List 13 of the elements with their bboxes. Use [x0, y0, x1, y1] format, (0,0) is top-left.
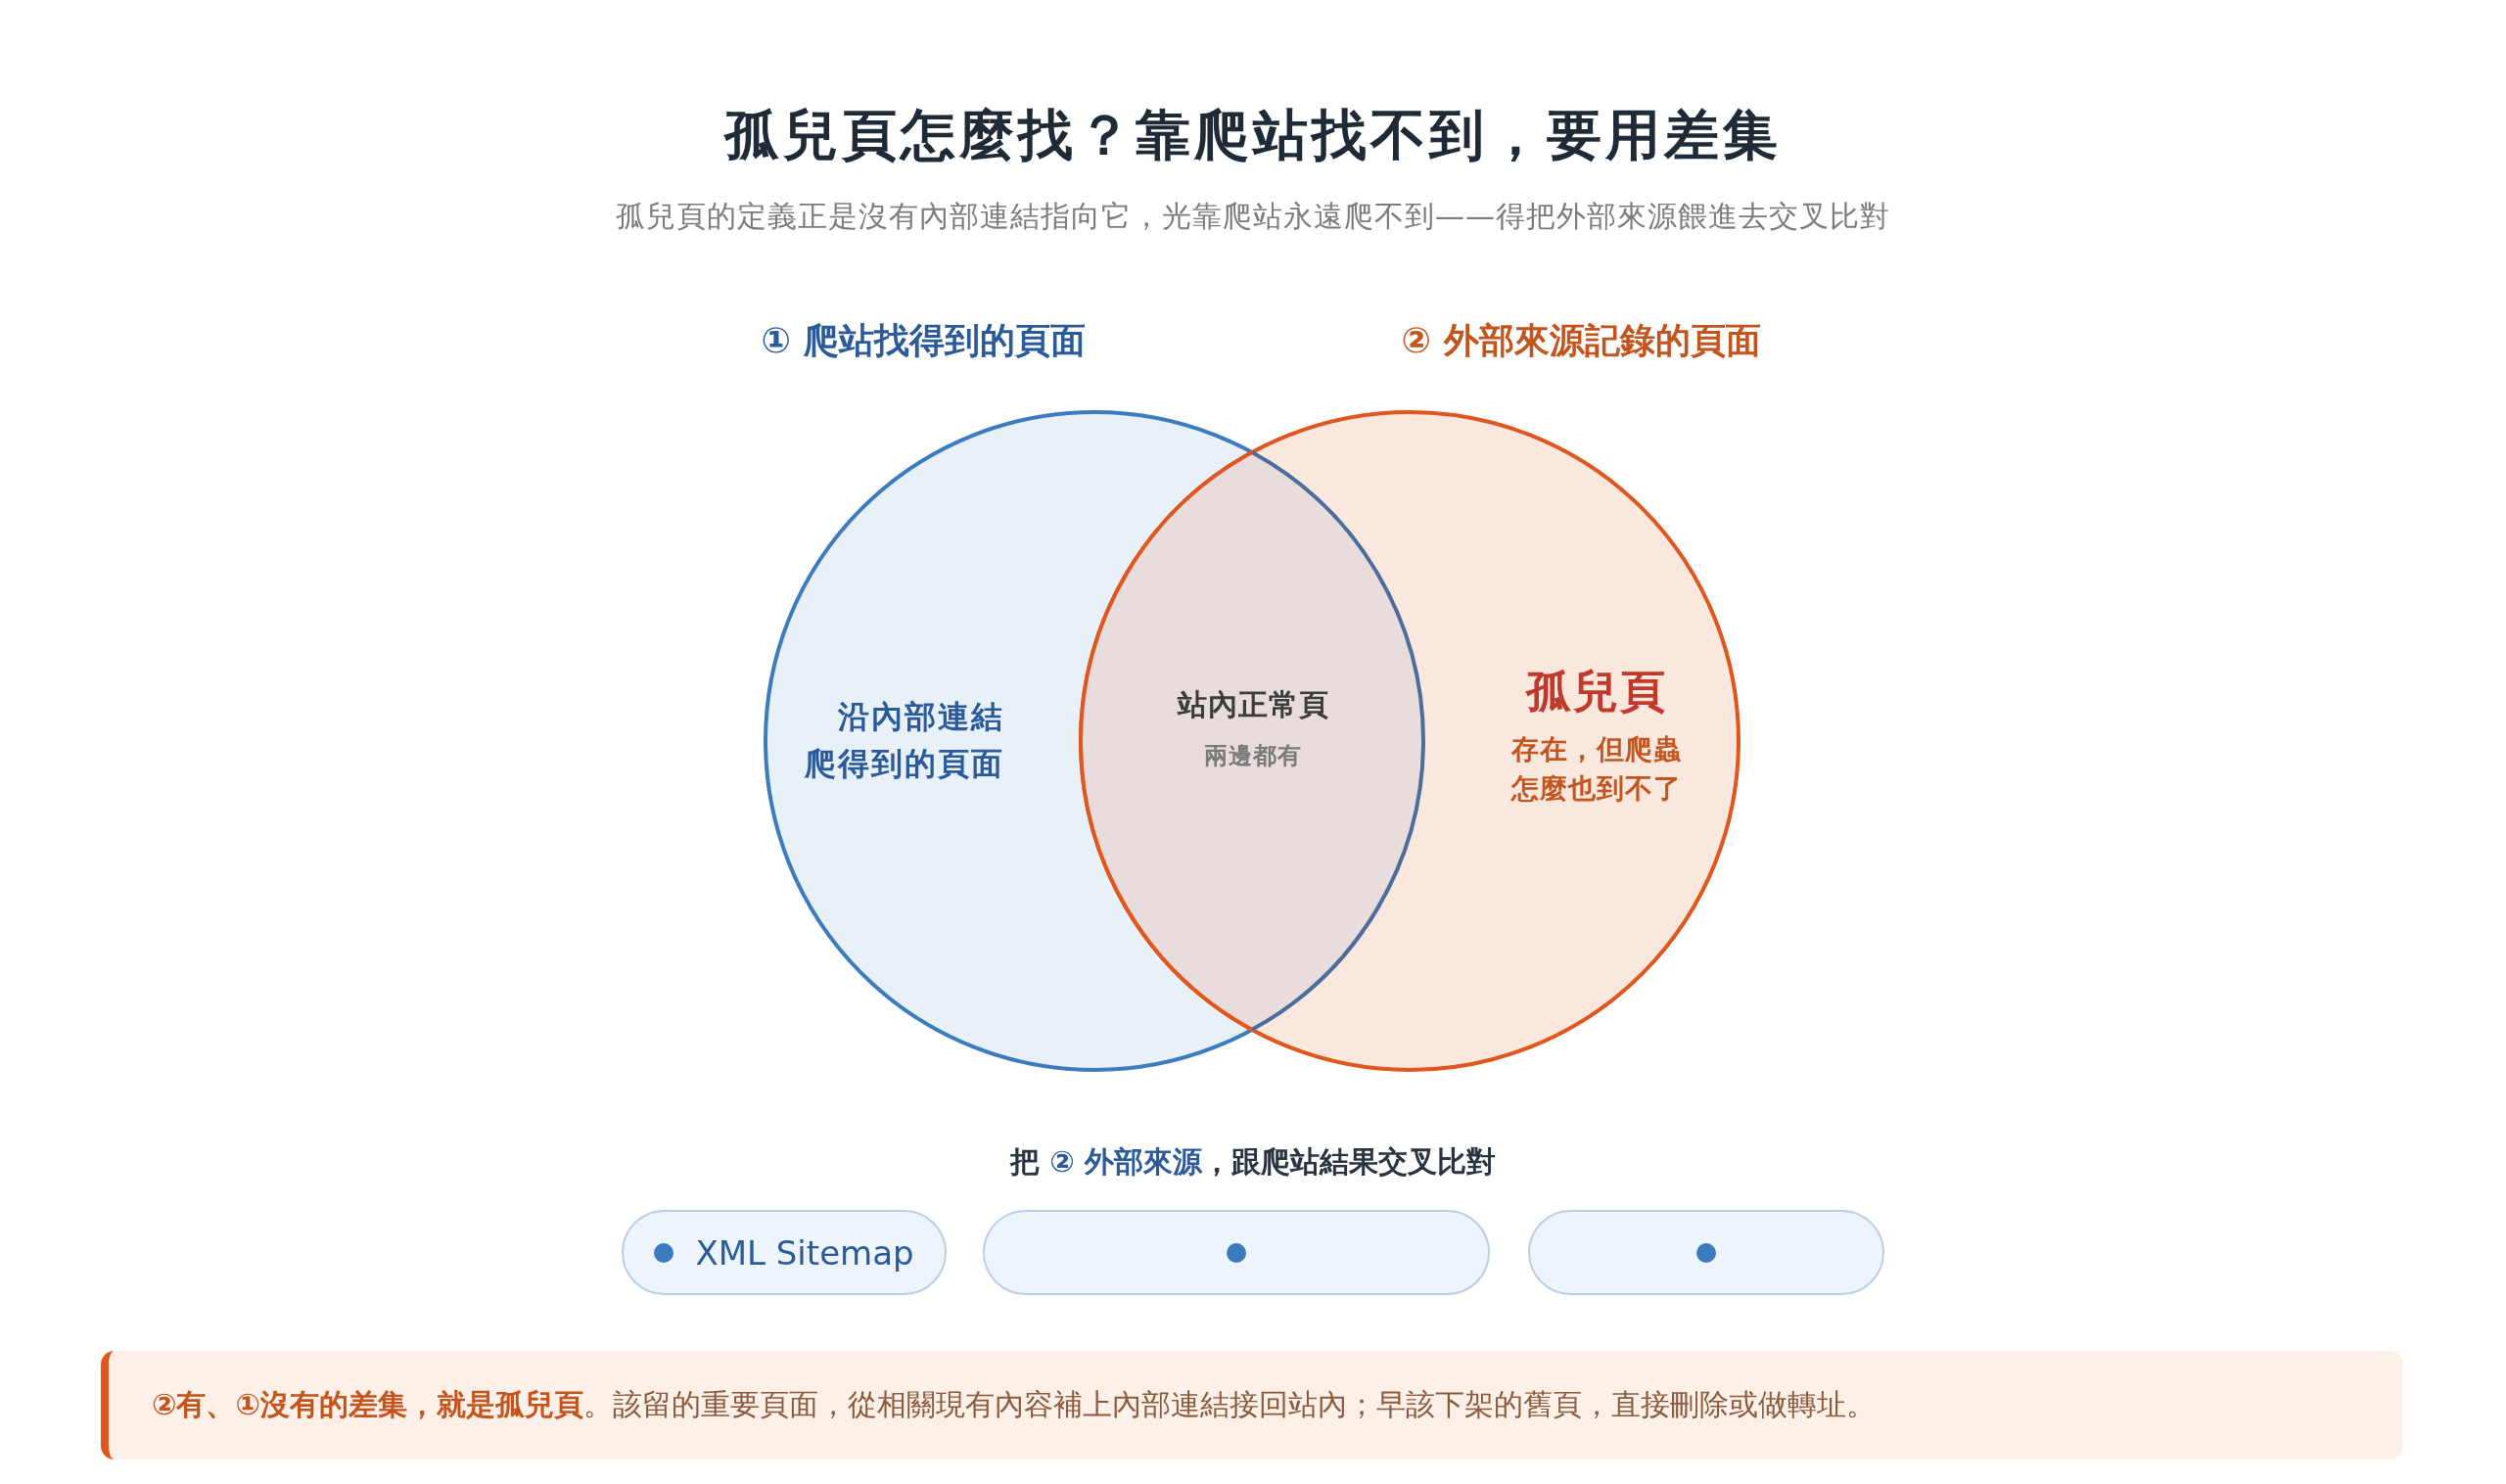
note-text: ②有、①沒有的差集，就是孤兒頁。該留的重要頁面，從相關現有內容補上內部連結接回站內；早該下架的舊頁，直接刪除或做轉址。: [152, 1386, 1876, 1423]
region-title: 孤兒頁: [1526, 664, 1667, 719]
page-title: 孤兒頁怎麼找？靠爬站找不到，要用差集: [724, 102, 1782, 168]
instruction-text: 把 ② 外部來源，跟爬站結果交叉比對: [1009, 1142, 1497, 1181]
tag-label: XML Sitemap: [695, 1232, 914, 1273]
region-label: 沿內部連結爬得到的頁面: [804, 697, 1005, 784]
note-panel: [101, 1351, 2403, 1460]
set-heading: ② 外部來源記錄的頁面: [1401, 318, 1761, 362]
set-heading: ① 爬站找得到的頁面: [761, 318, 1086, 362]
region-label: 站內正常頁: [1177, 685, 1329, 723]
subtitle: 孤兒頁的定義正是沒有內部連結指向它，光靠爬站永遠爬不到——得把外部來源餵進去交叉比對: [616, 197, 1890, 235]
region-label: 存在，但爬蟲怎麼也到不了: [1509, 732, 1683, 807]
region-note: 兩邊都有: [1204, 741, 1302, 771]
